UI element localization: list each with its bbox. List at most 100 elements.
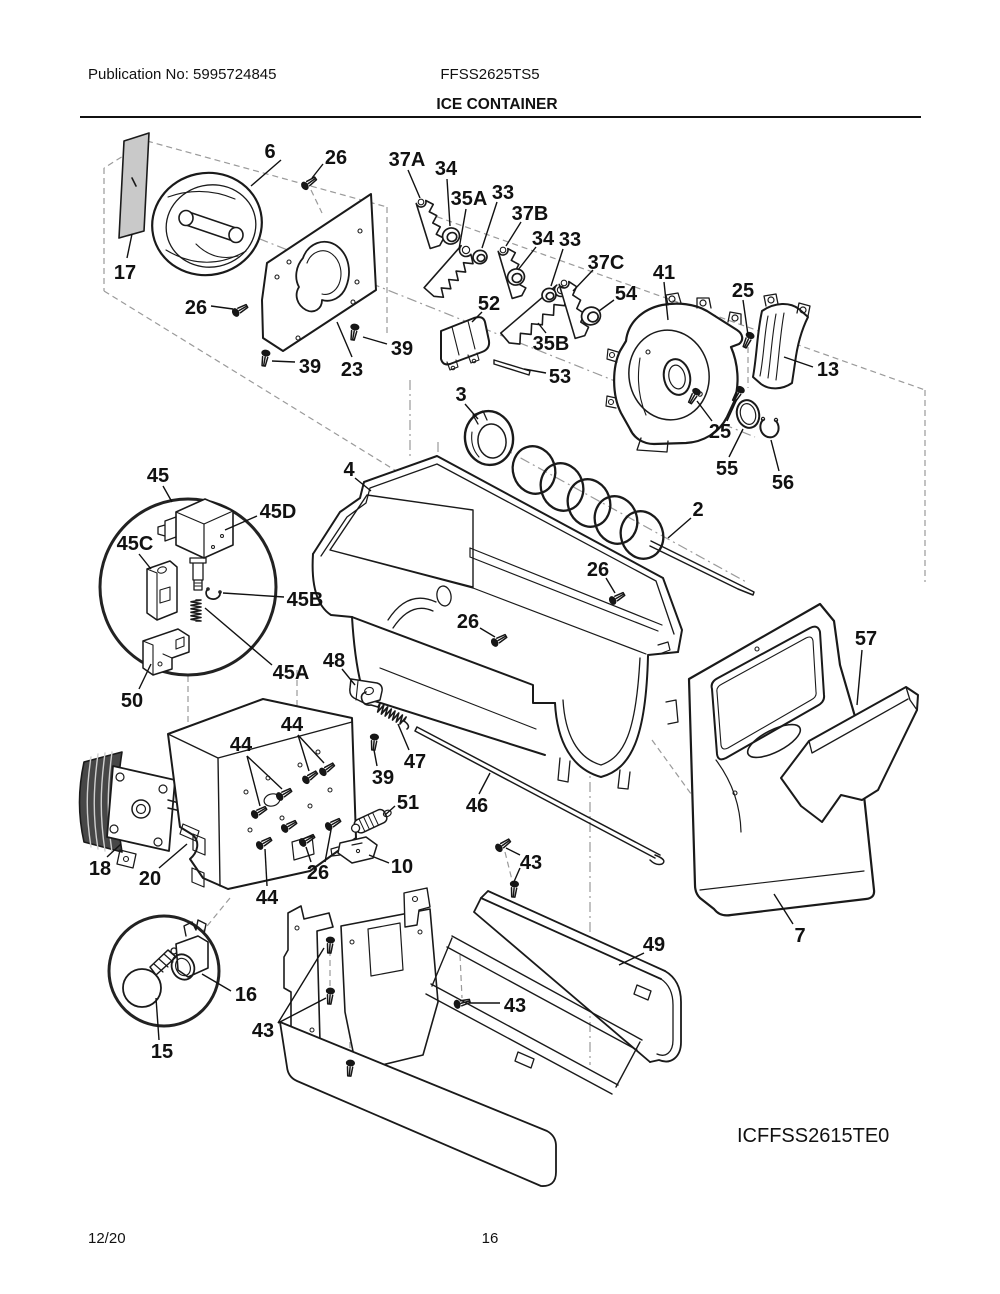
part-callout-15: 15	[151, 1041, 173, 1063]
part-callout-43: 43	[252, 1020, 274, 1042]
callout-leader-line	[572, 269, 594, 292]
callout-leader-line	[201, 973, 232, 992]
callout-leader-line	[856, 649, 863, 706]
page-title: ICE CONTAINER	[436, 96, 557, 113]
callout-leader-line	[362, 336, 388, 345]
part-callout-17: 17	[114, 262, 136, 284]
screw-icon	[490, 633, 508, 647]
callout-leader-line	[138, 663, 152, 690]
part-callout-25: 25	[732, 280, 754, 302]
screw-icon	[345, 1059, 356, 1077]
screw-icon	[325, 936, 336, 954]
part-callout-49: 49	[643, 934, 665, 956]
callout-leader-line	[478, 772, 491, 795]
callout-leader-line	[471, 311, 483, 323]
callout-leader-line	[341, 668, 356, 686]
screw-icon	[731, 385, 745, 403]
part-callout-47: 47	[404, 751, 426, 773]
footer-page-number: 16	[482, 1230, 499, 1247]
screw-icon	[231, 303, 249, 317]
callout-leader-line	[158, 843, 188, 869]
part-13-ice-chute	[752, 293, 811, 390]
callout-leader-line	[696, 400, 713, 422]
screw-icon	[495, 838, 512, 853]
callout-leader-line	[505, 221, 522, 247]
part-callout-10: 10	[391, 856, 413, 878]
part-15-light-bulb	[122, 947, 178, 1008]
callout-leader-line	[250, 159, 282, 187]
callout-leader-line	[126, 233, 133, 259]
screw-icon	[608, 591, 626, 605]
part-callout-52: 52	[478, 293, 500, 315]
diagram-artwork	[78, 132, 919, 1187]
part-callout-26: 26	[587, 559, 609, 581]
callout-leader-line	[446, 178, 451, 227]
callout-leader-line	[277, 947, 325, 1024]
part-callout-33: 33	[559, 229, 581, 251]
part-callout-26: 26	[185, 297, 207, 319]
part-47-spring	[360, 691, 410, 730]
callout-leader-line	[204, 607, 273, 666]
callout-leader-line	[770, 439, 780, 472]
callout-leader-line	[106, 843, 122, 858]
part-callout-2: 2	[692, 499, 703, 521]
callout-leader-line	[297, 734, 325, 764]
part-17-shield	[118, 132, 150, 239]
part-57-insert-panel	[780, 686, 919, 823]
part-callout-39: 39	[299, 356, 321, 378]
part-callout-45C: 45C	[117, 533, 154, 555]
part-callout-44: 44	[230, 734, 253, 756]
part-bottom-plates	[283, 887, 439, 1072]
callout-leader-line	[222, 592, 285, 598]
part-callout-26: 26	[457, 611, 479, 633]
part-callout-53: 53	[549, 366, 571, 388]
screw-icon	[687, 387, 701, 405]
callout-leader-line	[667, 517, 692, 539]
callout-leader-line	[598, 299, 615, 312]
part-callout-45A: 45A	[273, 662, 310, 684]
part-7-container-front	[687, 602, 919, 917]
callout-leader-line	[311, 163, 324, 179]
part-callout-37C: 37C	[588, 252, 625, 274]
part-50-bracket	[142, 628, 190, 676]
part-52-crusher-housing	[440, 316, 491, 371]
callout-leader-line	[271, 360, 296, 363]
screw-icon	[324, 817, 342, 831]
callout-leader-line	[264, 848, 268, 887]
callout-leader-line	[663, 281, 669, 321]
part-callout-43: 43	[504, 995, 526, 1017]
part-callout-23: 23	[341, 359, 363, 381]
part-callout-45: 45	[147, 465, 169, 487]
part-callout-20: 20	[139, 868, 161, 890]
callout-leader-line	[783, 356, 814, 368]
part-41-motor-cover	[605, 292, 744, 453]
part-45B-ering	[205, 587, 222, 600]
part-callout-51: 51	[397, 792, 419, 814]
part-53-link-rod	[493, 359, 531, 376]
callout-leader-line	[517, 246, 537, 271]
part-callout-44: 44	[281, 714, 304, 736]
callout-leader-line	[336, 321, 353, 358]
detail-circle-15-16-light	[107, 914, 221, 1028]
part-callout-35B: 35B	[533, 333, 570, 355]
part-callout-50: 50	[121, 690, 143, 712]
part-23-mounting-plate	[261, 193, 377, 352]
part-callout-33: 33	[492, 182, 514, 204]
part-45D-solenoid	[157, 498, 234, 591]
callout-leader-line	[138, 553, 152, 570]
callout-leader-line	[277, 997, 327, 1024]
callout-leader-line	[605, 577, 616, 594]
part-20-crusher-housing-bin	[167, 698, 357, 890]
screw-icon	[250, 805, 268, 819]
callout-leader-line	[537, 322, 547, 334]
part-callout-35A: 35A	[451, 188, 488, 210]
part-callout-25: 25	[709, 421, 731, 443]
part-16-bulb-socket	[170, 919, 209, 981]
callout-leader-line	[773, 893, 794, 925]
part-callout-34: 34	[532, 228, 555, 250]
callout-leader-line	[742, 299, 749, 336]
callout-leader-line	[618, 952, 645, 966]
